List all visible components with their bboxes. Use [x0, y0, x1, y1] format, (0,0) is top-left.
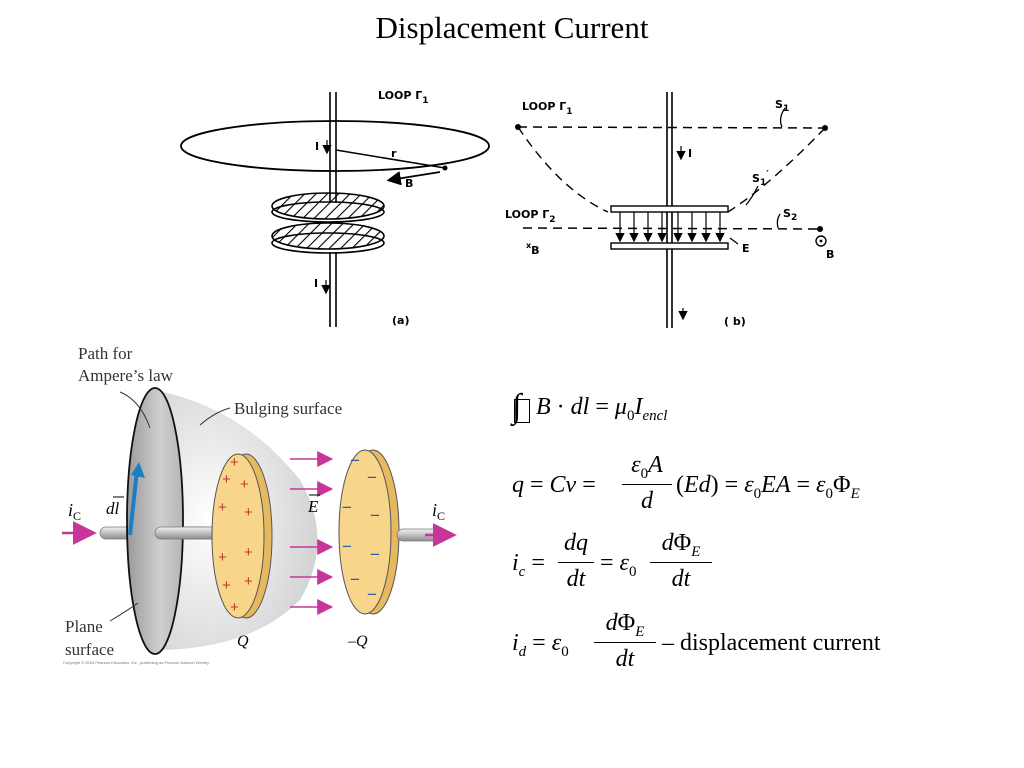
- e-field-lines-b: [615, 212, 725, 243]
- svg-text:+: +: [222, 471, 231, 488]
- e-field-arrows: [290, 451, 334, 615]
- fig-a-field-label: B: [405, 177, 413, 190]
- equation-charge: q = Cv = ε0A d (Ed) = ε0EA = ε0ΦE: [512, 452, 860, 514]
- fig-b-loop1-label: LOOP Γ1: [522, 100, 573, 117]
- svg-text:+: +: [218, 549, 227, 566]
- capacitor-plate-top: [271, 192, 385, 220]
- fig-b-field-left: xB: [526, 241, 540, 257]
- fig-b-loop2-label: LOOP Γ2: [505, 208, 556, 225]
- capacitor-plate-bottom: [271, 222, 385, 250]
- plane-surface: [126, 387, 184, 655]
- svg-text:−: −: [370, 545, 380, 564]
- svg-text:−: −: [350, 570, 360, 589]
- path-label-line1: Path for: [78, 344, 133, 363]
- fig-a-current-top: I: [315, 140, 319, 153]
- copyright-note: Copyright © 2004 Pearson Education, Inc.…: [63, 660, 210, 665]
- positive-charges: + + + + + + + + + +: [218, 454, 253, 616]
- fig-b-efield: E: [742, 242, 750, 255]
- plane-label-line2: surface: [65, 640, 114, 659]
- svg-text:+: +: [230, 599, 239, 616]
- b-field-arrow: [386, 171, 441, 186]
- svg-text:−: −: [370, 506, 380, 525]
- fig-b-s1: S1: [775, 98, 789, 114]
- dl-label: dl: [106, 499, 120, 518]
- plate-b-bottom: [610, 242, 729, 250]
- equation-displacement-current: id = ε0 dΦE dt – displacement current: [512, 610, 881, 672]
- loop-gamma-1: [180, 120, 490, 172]
- fig-a-current-bottom: I: [314, 277, 318, 290]
- fig-a-radius-label: r: [391, 147, 397, 160]
- displacement-current-text: displacement current: [680, 630, 881, 656]
- fig-a-loop-label: LOOP Γ1: [378, 89, 429, 106]
- fig-b-current: I: [688, 147, 692, 160]
- svg-text:−: −: [342, 498, 352, 517]
- ic-left-label: iC: [68, 500, 81, 523]
- path-label-line2: Ampere’s law: [78, 366, 174, 385]
- negative-charges: − − − − − − − −: [342, 451, 380, 604]
- svg-text:+: +: [244, 573, 253, 590]
- svg-text:+: +: [240, 476, 249, 493]
- fig-b-caption: ( b): [724, 315, 746, 328]
- fig-a-caption: (a): [392, 314, 409, 327]
- fig-b-s1-prime: S1′: [752, 169, 769, 188]
- svg-text:−: −: [350, 451, 360, 470]
- svg-text:+: +: [244, 544, 253, 561]
- e-vector-label: E: [307, 497, 319, 516]
- loop-gamma-2-b: [522, 227, 821, 230]
- page-title: Displacement Current: [375, 10, 649, 45]
- charge-negative-label: –Q: [347, 633, 368, 650]
- svg-text:+: +: [230, 454, 239, 471]
- plane-label-line1: Plane: [65, 617, 103, 636]
- svg-text:+: +: [218, 499, 227, 516]
- dl-arrow: [128, 469, 139, 536]
- equation-conduction-current: ic = dq dt = ε0 dΦE dt: [512, 530, 812, 600]
- svg-text:−: −: [367, 468, 377, 487]
- svg-text:−: −: [342, 537, 352, 556]
- ic-right-label: iC: [432, 500, 445, 523]
- svg-text:−: −: [367, 585, 377, 604]
- svg-text:+: +: [222, 577, 231, 594]
- surface-s1-prime: [517, 126, 609, 213]
- svg-text:+: +: [244, 504, 253, 521]
- b-out-of-page-symbol: [815, 235, 827, 247]
- radius-line: [335, 149, 446, 169]
- fig-b-s2: S2: [783, 207, 797, 223]
- loop-gamma-1-b: [517, 126, 826, 129]
- charge-positive-label: Q: [237, 633, 249, 650]
- bulging-surface-label: Bulging surface: [234, 399, 342, 418]
- capacitor-plate-negative: [338, 449, 392, 615]
- capacitor-plate-positive: [211, 453, 265, 619]
- plate-b-top: [610, 205, 729, 213]
- fig-b-field-right: B: [826, 248, 834, 261]
